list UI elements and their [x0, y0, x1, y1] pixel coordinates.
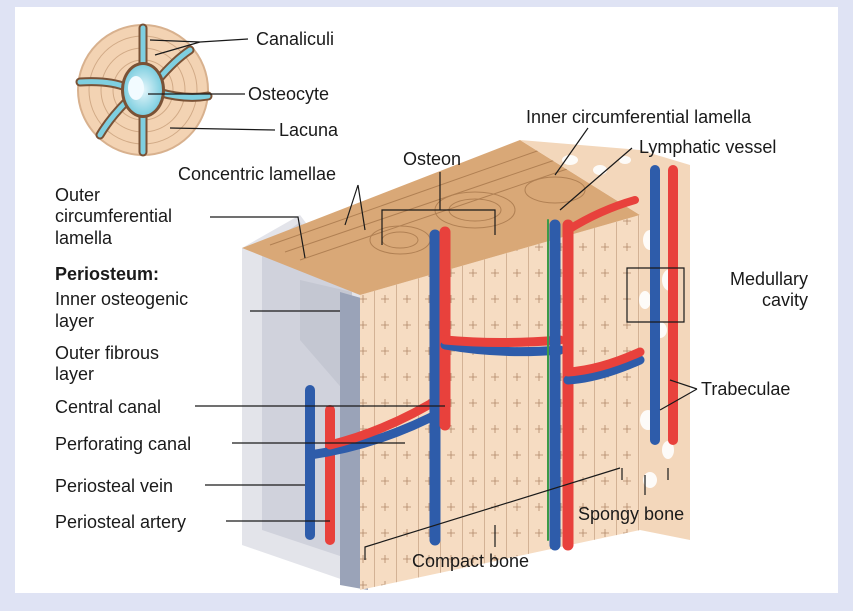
label-spongy-bone: Spongy bone: [578, 504, 684, 524]
label-periosteum-heading: Periosteum:: [55, 264, 159, 284]
label-lacuna: Lacuna: [279, 120, 338, 140]
label-medullary-cavity-line2: cavity: [705, 290, 808, 310]
label-canaliculi: Canaliculi: [256, 29, 334, 49]
label-outer-circumferential-lamella-line3: lamella: [55, 228, 112, 248]
label-compact-bone: Compact bone: [412, 551, 529, 571]
label-outer-fibrous-layer-line2: layer: [55, 364, 94, 384]
label-inner-osteogenic-layer-line2: layer: [55, 311, 94, 331]
label-perforating-canal: Perforating canal: [55, 434, 191, 454]
label-osteocyte: Osteocyte: [248, 84, 329, 104]
label-inner-circumferential-lamella: Inner circumferential lamella: [526, 107, 751, 127]
label-osteon: Osteon: [403, 149, 461, 169]
label-outer-circumferential-lamella-line1: Outer: [55, 185, 100, 205]
label-periosteal-vein: Periosteal vein: [55, 476, 173, 496]
label-trabeculae: Trabeculae: [701, 379, 790, 399]
label-outer-fibrous-layer-line1: Outer fibrous: [55, 343, 159, 363]
osteocyte-inset: [78, 25, 208, 155]
label-medullary-cavity-line1: Medullary: [705, 269, 808, 289]
label-central-canal: Central canal: [55, 397, 161, 417]
label-inner-osteogenic-layer-line1: Inner osteogenic: [55, 289, 188, 309]
label-outer-circumferential-lamella-line2: circumferential: [55, 206, 172, 226]
label-periosteal-artery: Periosteal artery: [55, 512, 186, 532]
label-lymphatic-vessel: Lymphatic vessel: [639, 137, 776, 157]
label-concentric-lamellae: Concentric lamellae: [178, 164, 336, 184]
